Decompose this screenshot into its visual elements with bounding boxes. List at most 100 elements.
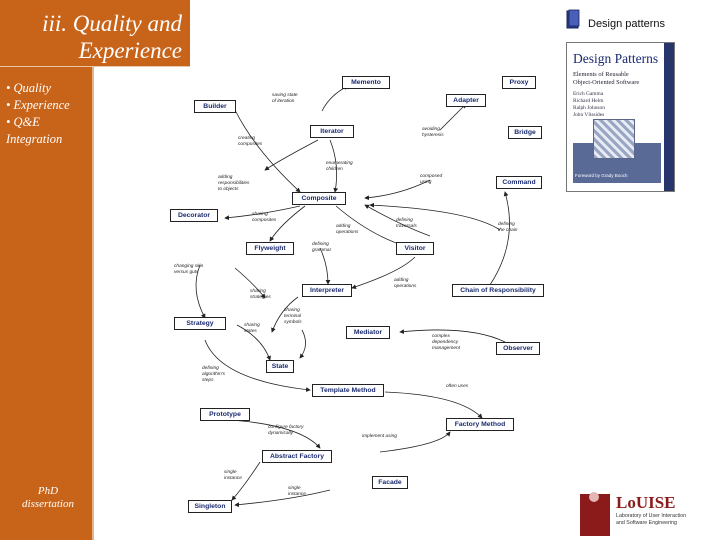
edge [224,205,301,221]
relation-label-line: using [420,179,432,185]
edge [234,489,331,508]
edge [364,179,431,201]
relation-label-line: management [432,345,460,351]
pattern-node: Strategy [174,317,226,330]
relation-label-line: adding [394,278,409,283]
relation-label-line: composed [420,174,443,179]
book-author: John Vlissides [573,112,605,118]
outline-item-integration[interactable]: Integration [6,132,63,146]
lab-logo-subtitle-line: Laboratory of User Interaction [616,513,687,519]
relation-label-line: sharing [284,308,300,313]
relation-label-line: grammar [312,247,332,253]
book-cover-artwork [593,119,635,159]
lab-logo-name: LoUISE [616,493,676,512]
edge [329,139,339,193]
pattern-node: Adapter [446,94,486,107]
book-author: Richard Helm [573,98,604,104]
book-spine [664,43,674,191]
section-label: Design patterns [588,18,666,30]
relation-label-line: instance [288,491,306,497]
relation-label-line: enumerating [326,161,353,166]
relation-label-line: often uses [446,384,469,389]
edge [234,109,301,193]
lab-logo-mark [580,492,610,536]
relation-label-line: dependency [432,339,459,345]
pattern-node: Proxy [502,76,536,89]
relation-label-line: terminal [284,313,302,319]
book-author: Ralph Johnson [573,105,605,111]
book-foreword: Foreword by Grady Booch [575,173,628,178]
edge [236,324,271,361]
lab-logo-subtitle: Laboratory of User Interaction and Softw… [616,513,686,526]
relation-label: often uses [446,384,468,390]
pattern-node: Singleton [188,500,232,513]
pattern-node: Facade [372,476,408,489]
book-subtitle-line: Elements of Reusable [573,71,629,78]
edge [229,419,321,449]
sidebar-divider [92,0,94,540]
relation-label: implement using [362,434,397,440]
edge [269,205,306,242]
relation-label-line: children [326,166,343,172]
relation-label-line: operations [336,229,359,235]
relation-label-line: saving state [272,93,298,98]
pattern-node: Iterator [310,125,354,138]
relation-label-line: to objects [218,186,239,192]
relation-label-line: steps [202,377,214,383]
relation-label-line: defining [202,366,219,371]
outline-item-qe[interactable]: • Q&E [6,115,40,129]
relation-label-line: operations [394,283,417,289]
relation-label-line: the chain [498,227,518,233]
outline-item-quality[interactable]: • Quality [6,81,51,95]
relation-label-line: versus guts [174,269,199,275]
relation-label-line: composites [238,141,263,147]
relation-label-line: configure factory [268,425,304,430]
pattern-node: Composite [292,192,346,205]
book-icon [566,9,580,29]
relation-label-line: sharing [250,289,266,294]
edge [351,256,416,290]
pattern-node: Flyweight [246,242,294,255]
edge [195,264,206,319]
relation-label-line: symbols [284,319,302,325]
relation-label-line: traversals [396,223,417,229]
pattern-node: Command [496,176,542,189]
pattern-node: Interpreter [302,284,352,297]
pattern-node: Factory Method [446,418,514,431]
pattern-node: Memento [342,76,390,89]
pattern-node: State [266,360,294,373]
edge [204,339,311,392]
relation-label-line: defining [498,222,515,227]
outline-item-experience[interactable]: • Experience [6,98,70,112]
pattern-node: Mediator [346,326,390,339]
sidebar [0,0,92,540]
edge [319,247,331,285]
pattern-node: Decorator [170,209,218,222]
outline-list: • Quality • Experience • Q&E Integration [6,80,92,148]
book-authors: Erich Gamma Richard Helm Ralph Johnson J… [573,91,605,119]
relation-label-line: hysteresis [422,132,444,138]
relation-label-line: of iteration [272,98,295,104]
pattern-node: Bridge [508,126,542,139]
relation-label-line: dynamically [268,430,294,436]
edge [484,191,510,293]
book-cover: Design Patterns Elements of Reusable Obj… [566,42,675,192]
book-subtitle: Elements of Reusable Object-Oriented Sof… [573,71,661,87]
slide-title: iii. Quality and Experience [0,0,190,67]
relation-label-line: strategies [250,294,271,300]
